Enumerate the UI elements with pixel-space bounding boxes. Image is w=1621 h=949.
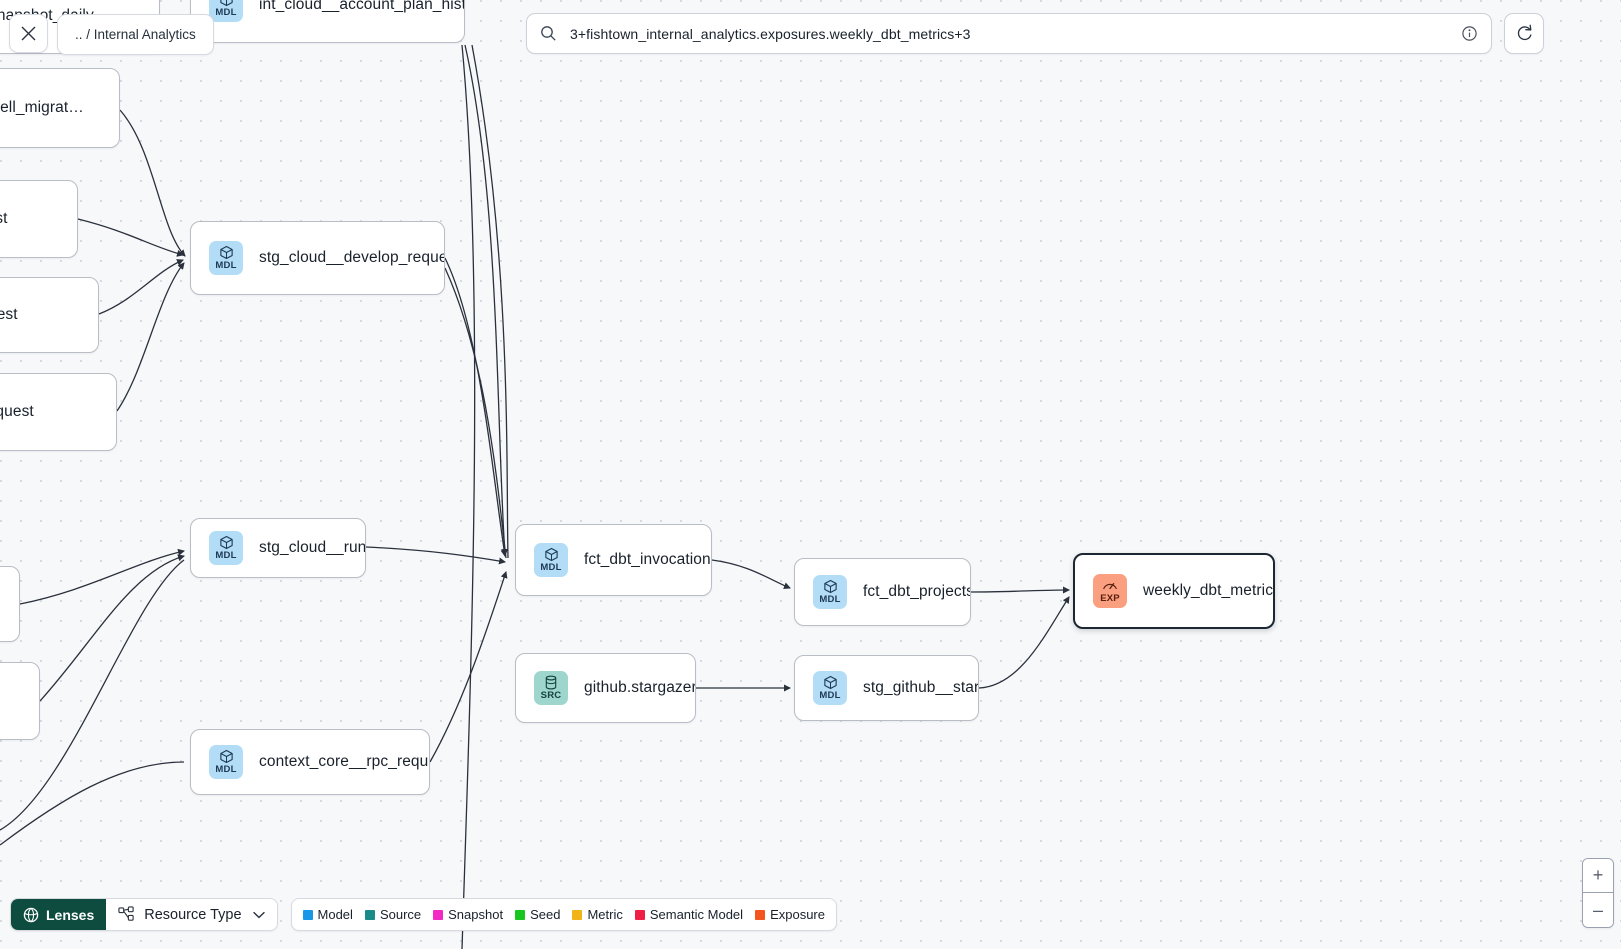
lineage-node-label: context_core__rpc_request <box>259 753 429 770</box>
mdl-badge-icon: MDL <box>534 543 568 577</box>
legend-item-metric[interactable]: Metric <box>572 907 623 922</box>
legend-item-source[interactable]: Source <box>364 907 422 922</box>
legend-swatch-icon <box>302 909 313 920</box>
legend-label: Metric <box>587 907 623 922</box>
breadcrumb[interactable]: .. / Internal Analytics <box>57 14 214 55</box>
resource-type-label: Resource Type <box>144 906 242 923</box>
badge-label: MDL <box>819 594 841 606</box>
mdl-badge-icon: MDL <box>209 241 243 275</box>
resource-type-dropdown[interactable]: Resource Type <box>106 899 277 930</box>
mdl-badge-icon: MDL <box>813 671 847 705</box>
lineage-node-label: stg_github__stars <box>863 679 979 696</box>
resource-type-icon <box>118 906 134 921</box>
lineage-node-left_n[interactable]: n <box>0 566 20 642</box>
zoom-controls: + – <box>1582 858 1614 928</box>
chevron-down-icon <box>252 911 265 918</box>
legend-label: Model <box>317 907 353 922</box>
lineage-node-stg_github_stars[interactable]: MDL stg_github__stars <box>794 655 979 721</box>
legend-label: Semantic Model <box>649 907 744 922</box>
badge-label: MDL <box>215 764 237 776</box>
badge-label: EXP <box>1100 593 1120 605</box>
legend-item-exposure[interactable]: Exposure <box>755 907 825 922</box>
search-bar[interactable] <box>526 13 1492 54</box>
legend-label: Seed <box>530 907 561 922</box>
legend-item-semantic-model[interactable]: Semantic Model <box>634 907 744 922</box>
resource-type-legend: Model Source Snapshot Seed Metric Semantic Mo… <box>290 898 837 931</box>
lineage-node-fct_dbt_invocations[interactable]: MDL fct_dbt_invocations <box>515 524 712 596</box>
lineage-node-label: fct_dbt_invocations <box>584 551 712 568</box>
legend-item-snapshot[interactable]: Snapshot <box>433 907 503 922</box>
badge-label: MDL <box>540 562 562 574</box>
search-icon <box>541 26 556 41</box>
legend-swatch-icon <box>572 909 583 920</box>
breadcrumb-label: .. / Internal Analytics <box>75 27 196 42</box>
info-icon[interactable] <box>1461 25 1478 42</box>
lineage-node-op_request[interactable]: op_request <box>0 180 78 258</box>
mdl-badge-icon: MDL <box>209 0 243 22</box>
legend-label: Snapshot <box>448 907 504 922</box>
src-badge-icon: SRC <box>534 671 568 705</box>
refresh-icon <box>1517 24 1531 41</box>
badge-label: MDL <box>819 690 841 702</box>
legend-item-model[interactable]: Model <box>302 907 353 922</box>
lineage-node-label: velop_request <box>0 306 18 323</box>
search-input[interactable] <box>568 24 1461 43</box>
lineage-node-label: fct_dbt_projects <box>863 583 971 600</box>
badge-label: MDL <box>215 260 237 272</box>
lineage-node-label: stg_cloud__develop_requests <box>259 249 444 266</box>
exp-badge-icon: EXP <box>1093 574 1127 608</box>
lineage-node-label: _develop_request <box>0 403 34 420</box>
mdl-badge-icon: MDL <box>209 745 243 779</box>
lineage-node-int_cloud_account_plan[interactable]: MDL int_cloud__account_plan_history <box>190 0 465 43</box>
lineage-node-label: op_request <box>0 210 8 227</box>
lineage-node-label: weekly_dbt_metrics <box>1143 582 1275 599</box>
lineage-node-weekly_dbt_metrics[interactable]: EXP weekly_dbt_metrics <box>1073 553 1275 629</box>
legend-swatch-icon <box>515 909 526 920</box>
lenses-button[interactable]: Lenses <box>11 899 107 930</box>
legend-swatch-icon <box>364 909 375 920</box>
zoom-in-button[interactable]: + <box>1583 859 1613 893</box>
lineage-node-velop_request[interactable]: velop_request <box>0 277 99 353</box>
lenses-group: Lenses Resource Type <box>10 898 278 931</box>
lens-icon <box>23 907 39 922</box>
legend-item-seed[interactable]: Seed <box>515 907 560 922</box>
legend-swatch-icon <box>433 909 444 920</box>
lineage-node-stg_cloud_runs[interactable]: MDL stg_cloud__runs <box>190 518 366 578</box>
bottom-toolbar: Lenses Resource Type Model Source Snapshot… <box>10 898 837 931</box>
close-button[interactable] <box>9 14 48 53</box>
lineage-node-label: stg_cloud__runs <box>259 539 366 556</box>
legend-label: Exposure <box>770 907 825 922</box>
lineage-node-label: int_cloud__account_plan_history <box>259 0 465 13</box>
lenses-label: Lenses <box>46 906 95 923</box>
mdl-badge-icon: MDL <box>813 575 847 609</box>
close-icon <box>21 26 36 41</box>
lineage-node-context_core_rpc_request[interactable]: MDL context_core__rpc_request <box>190 729 430 795</box>
badge-label: MDL <box>215 550 237 562</box>
zoom-out-button[interactable]: – <box>1583 893 1613 927</box>
lineage-node-develop_request2[interactable]: _develop_request <box>0 373 117 451</box>
badge-label: SRC <box>540 690 562 702</box>
badge-label: MDL <box>215 7 237 19</box>
lineage-node-fct_dbt_projects[interactable]: MDL fct_dbt_projects <box>794 558 971 626</box>
mdl-badge-icon: MDL <box>209 531 243 565</box>
legend-swatch-icon <box>634 909 645 920</box>
lineage-node-multicell_migration[interactable]: multicell_migrat… <box>0 68 120 148</box>
refresh-button[interactable] <box>1504 13 1544 54</box>
lineage-node-label: github.stargazers <box>584 679 696 696</box>
lineage-node-stg_cloud_develop_requests[interactable]: MDL stg_cloud__develop_requests <box>190 221 445 295</box>
lineage-node-left_run[interactable]: _run <box>0 662 40 740</box>
lineage-node-github_stargazers[interactable]: SRC github.stargazers <box>515 653 696 723</box>
legend-swatch-icon <box>755 909 766 920</box>
legend-label: Source <box>379 907 422 922</box>
lineage-node-label: multicell_migrat… <box>0 99 84 116</box>
